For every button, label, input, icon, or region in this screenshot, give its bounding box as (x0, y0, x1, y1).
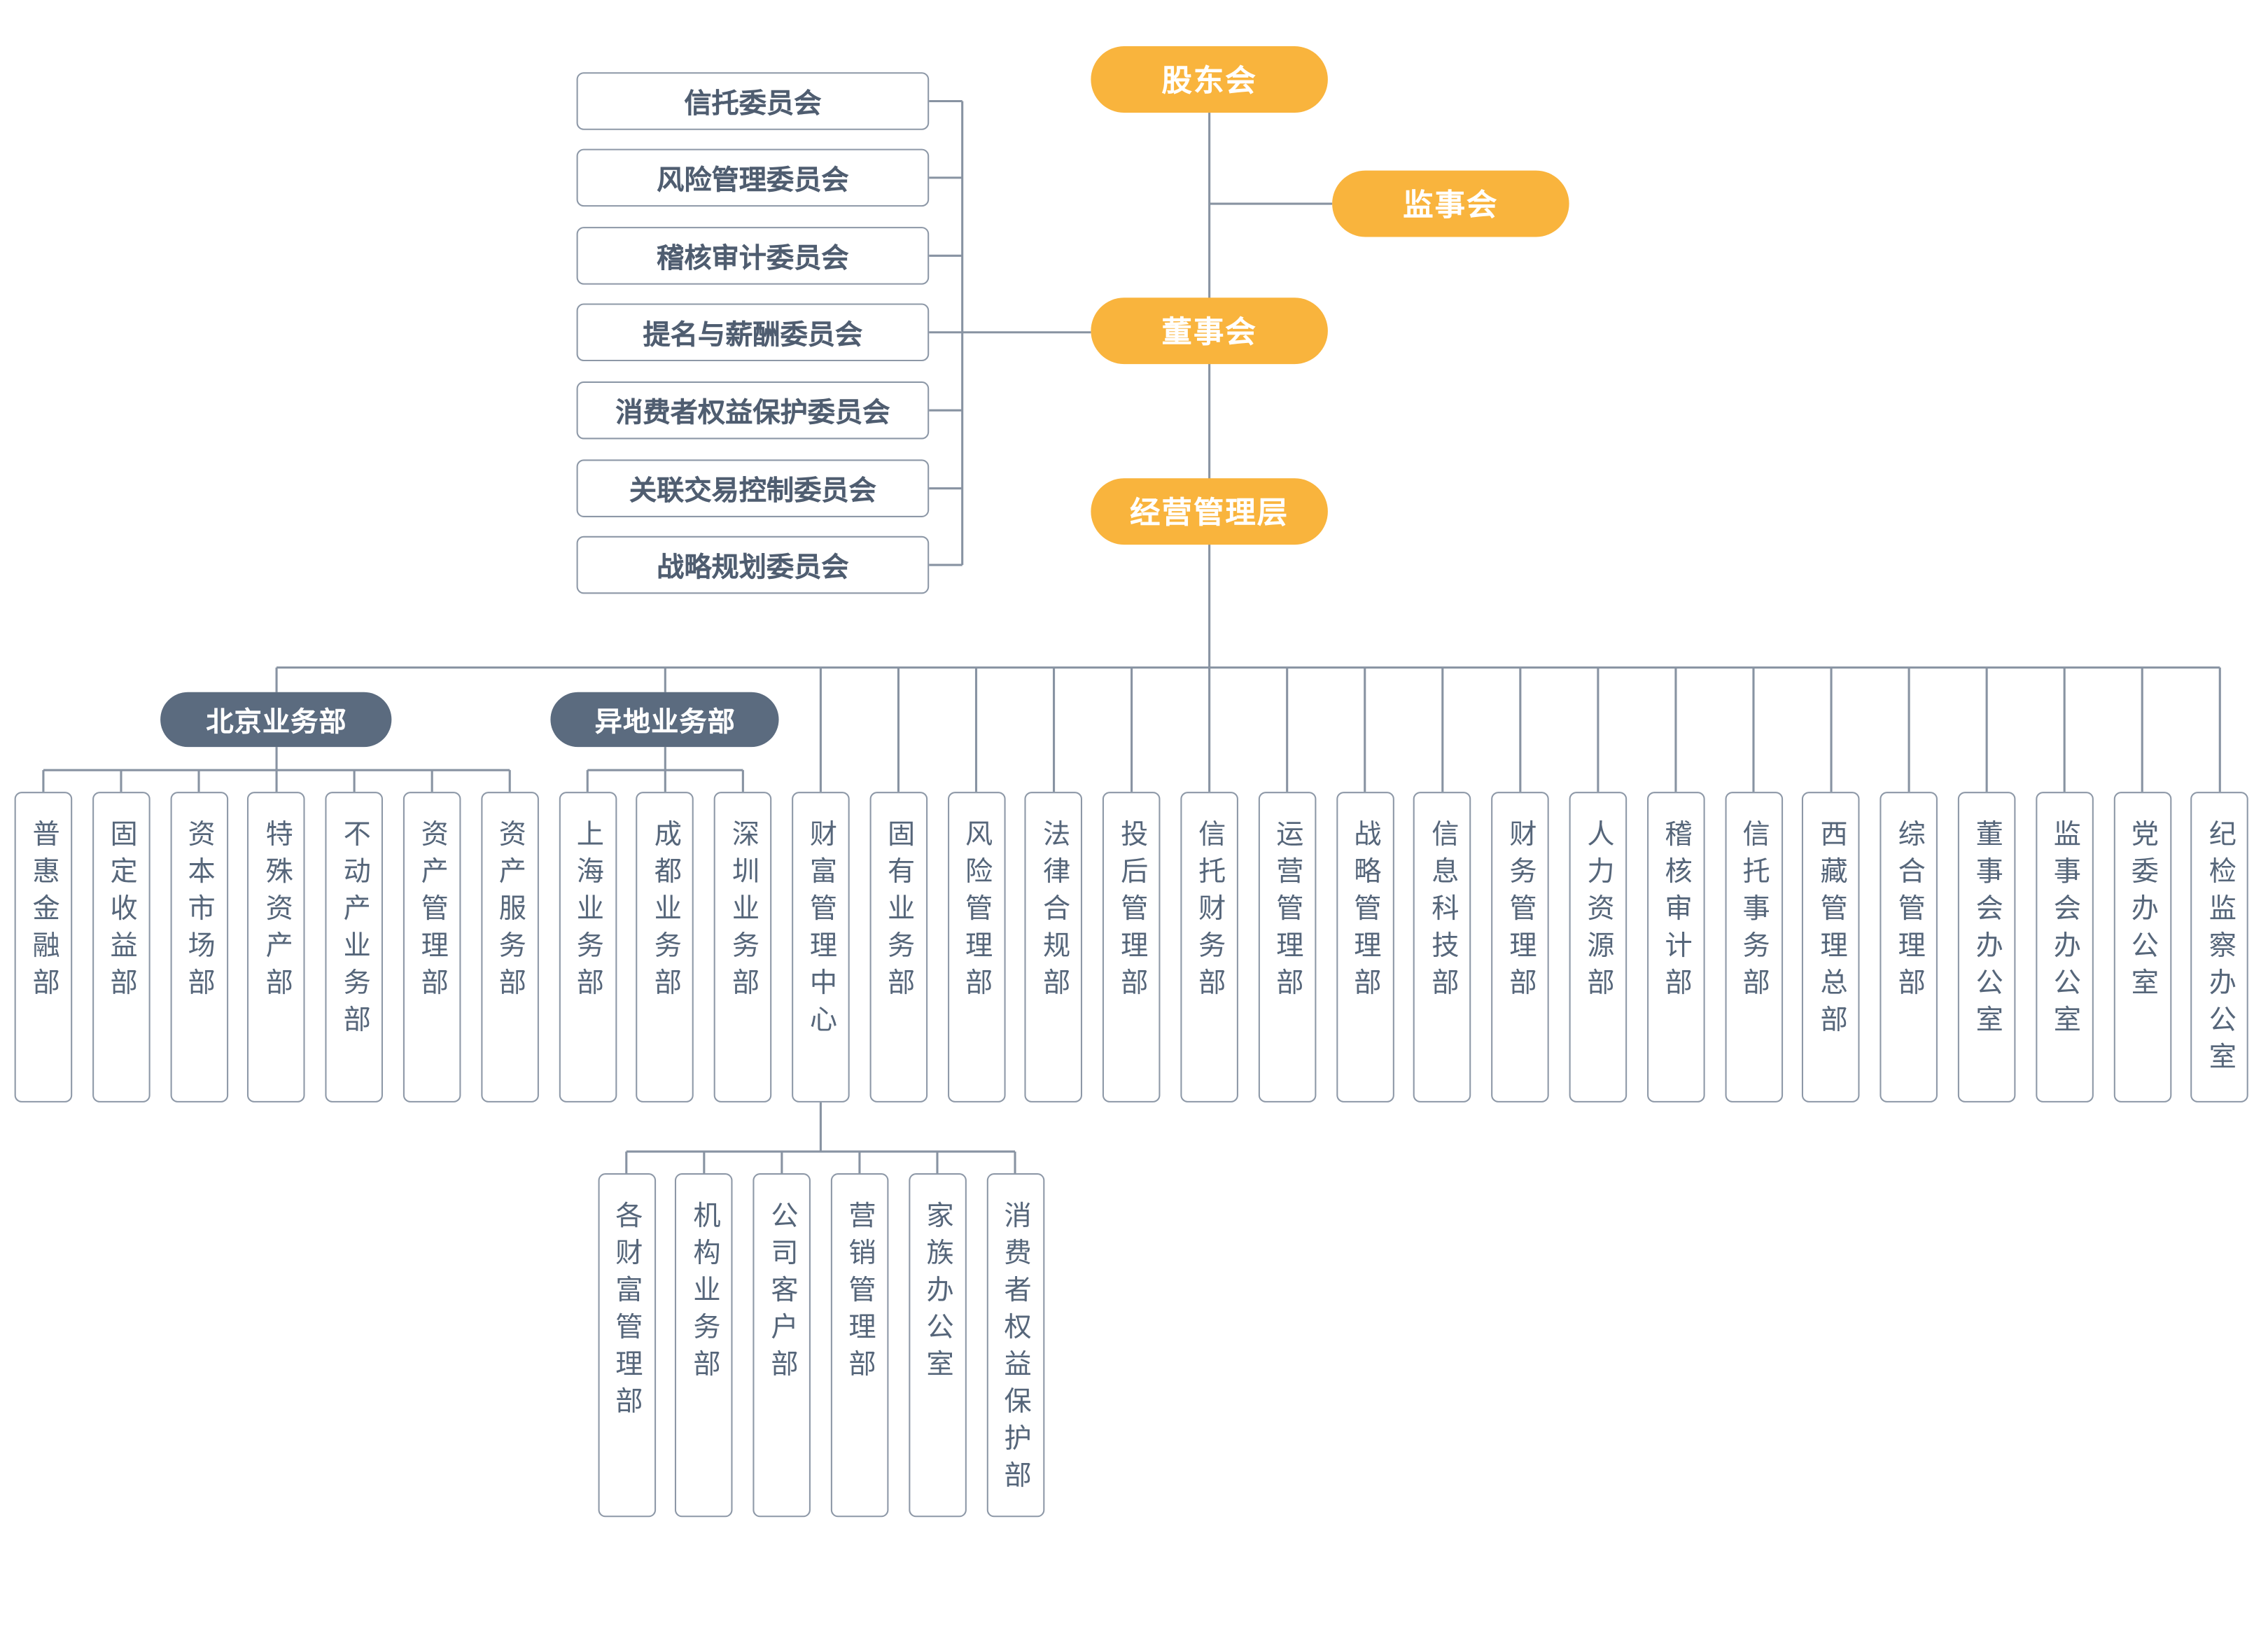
department-box: 信托财务部 (1180, 792, 1238, 1102)
department-label: 财富管理中心 (805, 819, 838, 1042)
department-label: 不动产业务部 (339, 819, 371, 1042)
department-box: 资本市场部 (169, 792, 228, 1102)
department-label: 财务管理部 (1505, 819, 1537, 1005)
supervisory-board-node: 监事会 (1332, 170, 1569, 237)
committee-box: 战略规划委员会 (576, 536, 930, 594)
department-label: 监事会办公室 (2049, 819, 2081, 1042)
governance-trunk-line (1208, 112, 1333, 792)
department-label: 资产服务部 (494, 819, 526, 1005)
committee-box: 信托委员会 (576, 72, 930, 130)
department-box: 财务管理部 (1491, 792, 1550, 1102)
department-label: 投后管理部 (1116, 819, 1149, 1005)
department-label: 稽核审计部 (1660, 819, 1693, 1005)
department-label: 信息科技部 (1427, 819, 1460, 1005)
department-label: 深圳业务部 (727, 819, 760, 1005)
committee-box: 稽核审计委员会 (576, 227, 930, 285)
department-label: 家族办公室 (922, 1200, 954, 1387)
department-box: 西藏管理总部 (1802, 792, 1861, 1102)
department-label: 纪检监察办公室 (2204, 819, 2237, 1079)
beijing-division-node: 北京业务部 (160, 692, 393, 748)
beijing-division-lines (42, 747, 511, 792)
wealth-sub-department-box: 公司客户部 (752, 1173, 811, 1518)
department-box: 上海业务部 (558, 792, 617, 1102)
department-box: 运营管理部 (1258, 792, 1316, 1102)
department-label: 上海业务部 (572, 819, 604, 1005)
department-box: 固有业务部 (869, 792, 927, 1102)
department-label: 信托财务部 (1194, 819, 1226, 1005)
department-label: 普惠金融部 (28, 819, 60, 1005)
wealth-sub-department-box: 营销管理部 (830, 1173, 889, 1518)
department-box: 稽核审计部 (1646, 792, 1705, 1102)
department-box: 综合管理部 (1879, 792, 1938, 1102)
wealth-sub-department-box: 各财富管理部 (597, 1173, 656, 1518)
department-label: 党委办公室 (2127, 819, 2159, 1005)
wealth-sub-department-box: 家族办公室 (908, 1173, 967, 1518)
department-box: 深圳业务部 (714, 792, 772, 1102)
department-label: 风险管理部 (960, 819, 993, 1005)
department-label: 信托事务部 (1738, 819, 1770, 1005)
department-label: 法律合规部 (1038, 819, 1071, 1005)
department-box: 党委办公室 (2113, 792, 2171, 1102)
department-box: 战略管理部 (1336, 792, 1394, 1102)
department-label: 机构业务部 (689, 1200, 721, 1387)
department-box: 投后管理部 (1102, 792, 1161, 1102)
department-label: 特殊资产部 (261, 819, 293, 1005)
department-label: 消费者权益保护部 (1000, 1200, 1032, 1498)
department-box: 纪检监察办公室 (2190, 792, 2249, 1102)
department-box: 信息科技部 (1413, 792, 1472, 1102)
department-label: 成都业务部 (650, 819, 682, 1005)
department-label: 固定收益部 (106, 819, 138, 1005)
wealth-center-box: 财富管理中心 (792, 792, 850, 1102)
wealth-center-lines (625, 1102, 1016, 1174)
committee-box: 风险管理委员会 (576, 148, 930, 207)
department-box: 成都业务部 (636, 792, 694, 1102)
wealth-sub-department-box: 消费者权益保护部 (986, 1173, 1044, 1518)
department-label: 董事会办公室 (1971, 819, 2003, 1042)
department-box: 监事会办公室 (2035, 792, 2094, 1102)
department-label: 固有业务部 (883, 819, 916, 1005)
department-bus-line (275, 666, 2221, 792)
department-label: 各财富管理部 (611, 1200, 643, 1424)
department-box: 普惠金融部 (14, 792, 73, 1102)
department-box: 法律合规部 (1025, 792, 1083, 1102)
department-box: 特殊资产部 (247, 792, 306, 1102)
board-of-directors-node: 董事会 (1091, 298, 1328, 365)
committee-connector-lines (929, 99, 1091, 566)
shareholders-meeting-node: 股东会 (1091, 46, 1328, 113)
committee-box: 消费者权益保护委员会 (576, 381, 930, 440)
regional-division-lines (586, 747, 744, 792)
department-box: 资产管理部 (402, 792, 461, 1102)
department-label: 资产管理部 (416, 819, 449, 1005)
department-label: 战略管理部 (1350, 819, 1382, 1005)
committee-box: 提名与薪酬委员会 (576, 303, 930, 362)
department-box: 不动产业务部 (325, 792, 384, 1102)
department-box: 董事会办公室 (1957, 792, 2016, 1102)
department-label: 运营管理部 (1272, 819, 1304, 1005)
department-label: 综合管理部 (1893, 819, 1926, 1005)
department-box: 风险管理部 (947, 792, 1005, 1102)
department-label: 营销管理部 (844, 1200, 876, 1387)
wealth-sub-department-box: 机构业务部 (675, 1173, 734, 1518)
committee-box: 关联交易控制委员会 (576, 459, 930, 517)
department-label: 人力资源部 (1583, 819, 1615, 1005)
regional-division-node: 异地业务部 (551, 692, 780, 748)
department-box: 固定收益部 (92, 792, 150, 1102)
department-label: 西藏管理总部 (1816, 819, 1848, 1042)
department-box: 人力资源部 (1569, 792, 1628, 1102)
department-label: 资本市场部 (183, 819, 216, 1005)
department-box: 资产服务部 (480, 792, 539, 1102)
management-node: 经营管理层 (1091, 478, 1328, 545)
department-box: 信托事务部 (1724, 792, 1783, 1102)
department-label: 公司客户部 (766, 1200, 799, 1387)
